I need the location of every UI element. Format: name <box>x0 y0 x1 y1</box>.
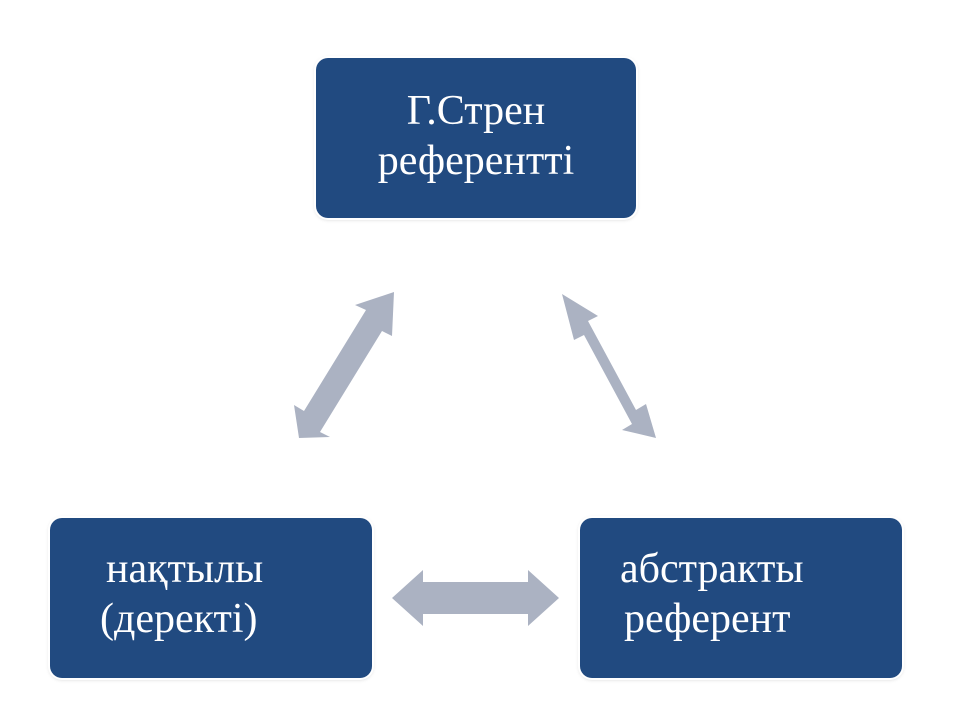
node-top-line-1: Г.Стрен <box>406 88 546 134</box>
node-left-line-1: нақтылы <box>106 546 264 592</box>
arrow-top-right <box>562 294 656 438</box>
node-left-line-2: (деректі) <box>100 596 258 642</box>
node-abstract-referent: абстракты референт <box>580 518 902 678</box>
node-stren-referent: Г.Стрен референтті <box>316 58 636 218</box>
arrow-top-left <box>294 292 394 438</box>
node-right-line-1: абстракты <box>620 546 804 592</box>
node-right-line-2: референт <box>624 596 791 642</box>
arrow-left-right <box>392 570 559 626</box>
node-top-line-2: референтті <box>377 138 575 184</box>
node-concrete: нақтылы (деректі) <box>50 518 372 678</box>
